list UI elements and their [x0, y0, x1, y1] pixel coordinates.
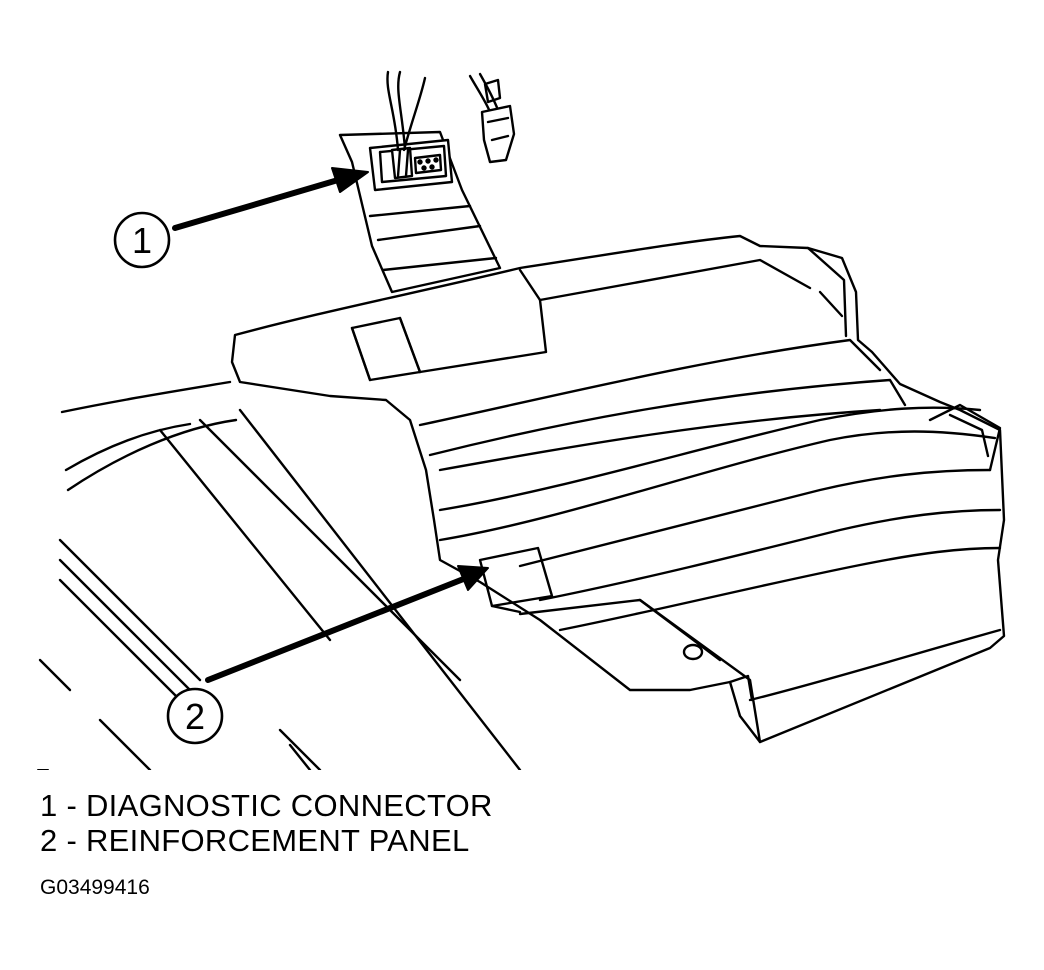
floor-rails: [38, 380, 522, 770]
arrowhead-1: [331, 167, 369, 193]
callout-1: 1: [113, 211, 171, 269]
mating-plug: [468, 72, 516, 164]
legend-item-2: 2 - REINFORCEMENT PANEL: [40, 823, 470, 858]
callout-number-2: 2: [185, 696, 205, 737]
diagnostic-connector: [368, 70, 454, 192]
legend-item-1: 1 - DIAGNOSTIC CONNECTOR: [40, 788, 493, 823]
callout-circle-1: [113, 211, 171, 269]
line-drawing: 1 2: [37, 70, 1006, 770]
leader-arrows: [172, 177, 469, 683]
callout-2: 2: [166, 687, 224, 745]
arrowhead-2: [457, 565, 489, 591]
leader-arrow-1: [172, 177, 341, 231]
callout-number-1: 1: [132, 220, 152, 261]
leader-arrow-2: [205, 575, 469, 683]
figure-id: G03499416: [40, 876, 150, 899]
callout-circle-2: [166, 687, 224, 745]
reinforcement-panel: [230, 234, 1006, 744]
